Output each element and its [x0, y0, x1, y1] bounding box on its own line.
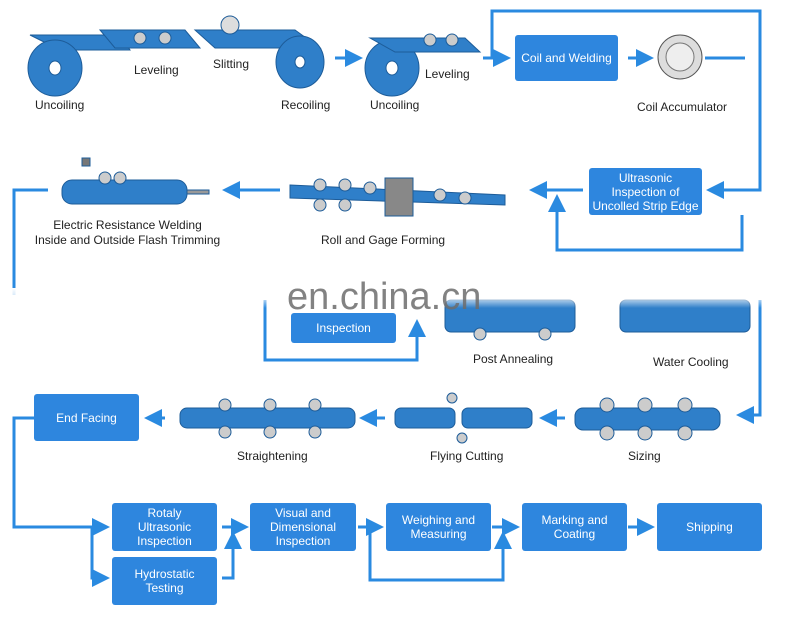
box-marking-coating: Marking and Coating	[522, 503, 627, 551]
label-recoiling: Recoiling	[281, 98, 331, 112]
label-sizing: Sizing	[628, 449, 661, 463]
box-rotaly-ultrasonic: Rotaly Ultrasonic Inspection	[112, 503, 217, 551]
faded-band	[0, 288, 791, 308]
label-coil-accumulator: Coil Accumulator	[637, 100, 728, 114]
box-shipping: Shipping	[657, 503, 762, 551]
label-straightening: Straightening	[237, 449, 308, 463]
box-coil-and-welding: Coil and Welding	[515, 35, 618, 81]
label-leveling: Leveling	[134, 63, 179, 77]
box-hydrostatic-testing: Hydrostatic Testing	[112, 557, 217, 605]
label-water-cooling: Water Cooling	[653, 355, 729, 369]
label-uncoiling-2: Uncoiling	[370, 98, 420, 112]
box-weighing-measuring: Weighing and Measuring	[386, 503, 491, 551]
label-erw-line1: Electric Resistance Welding	[53, 218, 202, 232]
box-inspection: Inspection	[291, 313, 396, 343]
label-flying-cutting: Flying Cutting	[430, 449, 504, 463]
machine-illustrations	[27, 15, 751, 444]
flow-arrows	[12, 9, 762, 587]
box-end-facing: End Facing	[34, 394, 139, 441]
box-ultrasonic-strip-edge: Ultrasonic Inspection of Uncolled Strip …	[589, 168, 702, 215]
label-post-annealing: Post Annealing	[473, 352, 554, 366]
label-uncoiling: Uncoiling	[35, 98, 85, 112]
label-erw: Electric Resistance Welding Inside and O…	[20, 218, 235, 248]
label-erw-line2: Inside and Outside Flash Trimming	[34, 233, 221, 247]
label-roll-gage-forming: Roll and Gage Forming	[321, 233, 446, 247]
box-visual-dimensional: Visual and Dimensional Inspection	[250, 503, 356, 551]
watermark: en.china.cn	[287, 276, 482, 318]
label-slitting: Slitting	[213, 57, 250, 71]
label-leveling-2: Leveling	[425, 67, 470, 81]
